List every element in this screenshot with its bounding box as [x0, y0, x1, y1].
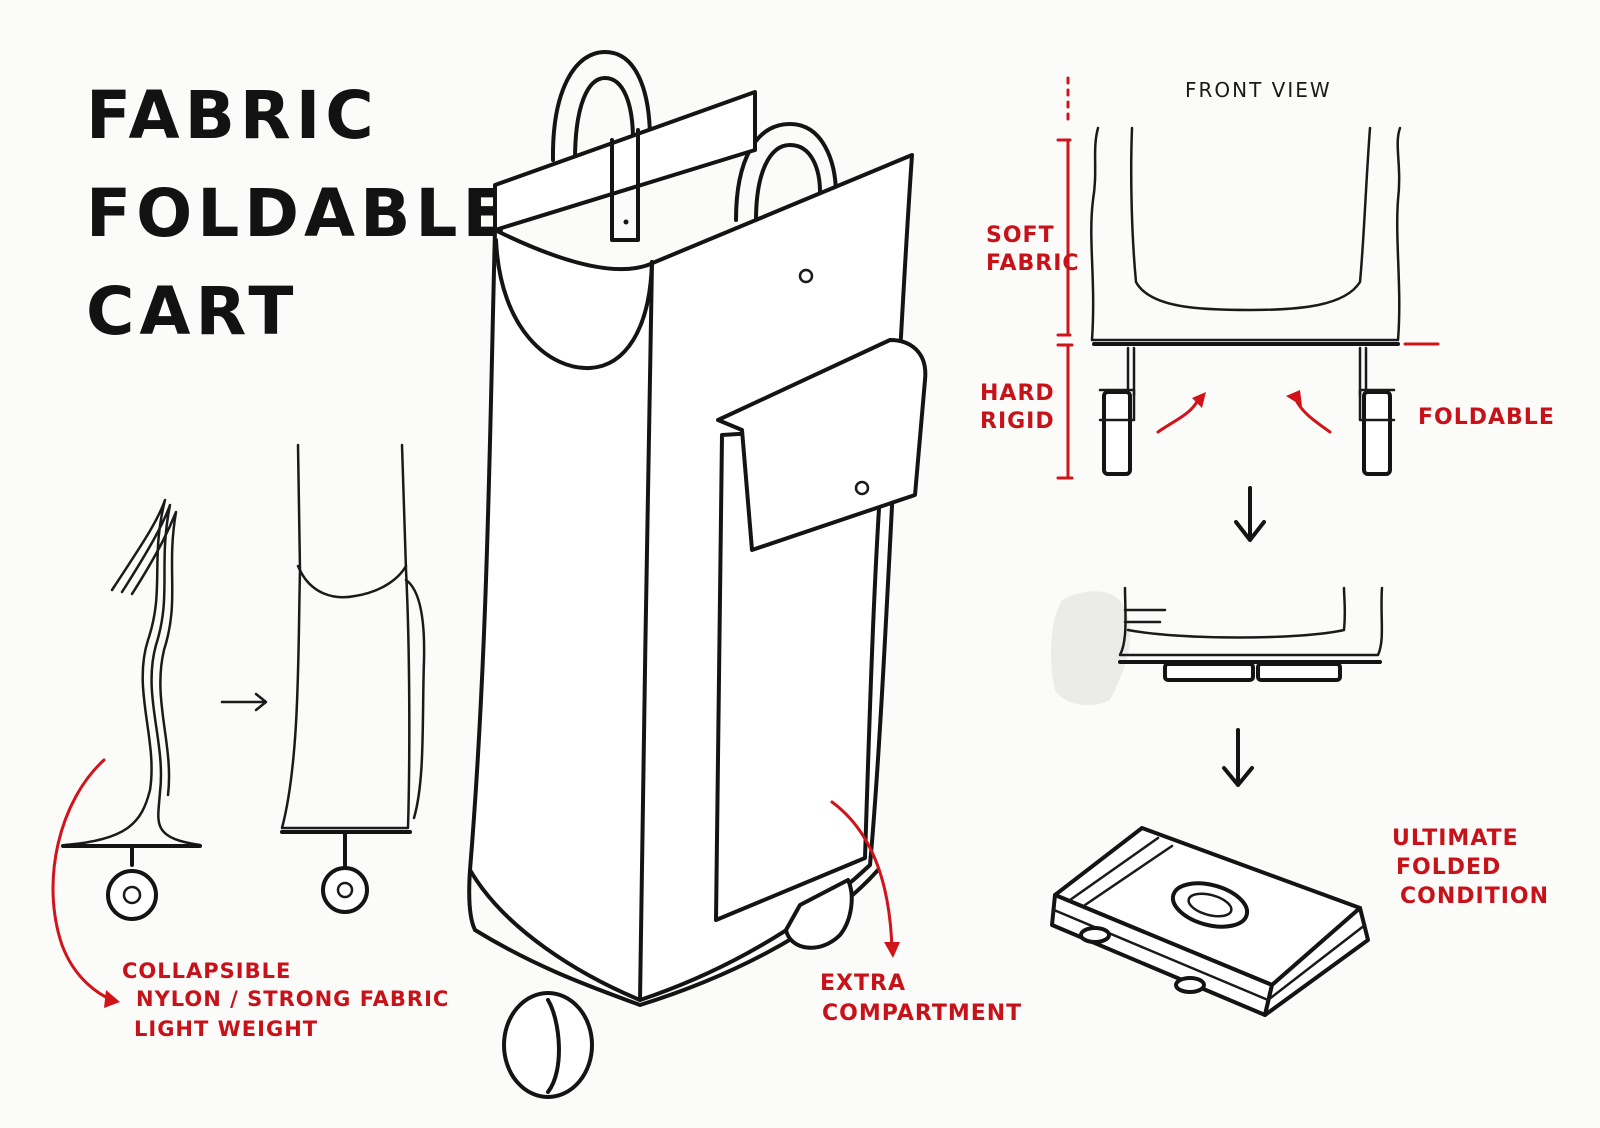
foldable-label: FOLDABLE	[1418, 405, 1555, 430]
front-view-label: FRONT VIEW	[1185, 78, 1332, 102]
front-wheel	[504, 993, 592, 1097]
half-folded-wheel-left	[1165, 664, 1253, 680]
ultimate-label-1: ULTIMATE	[1392, 826, 1519, 851]
half-folded-wheel-right	[1258, 664, 1340, 680]
down-arrow-1	[1236, 488, 1264, 540]
soft-fabric-label-2: FABRIC	[986, 251, 1080, 276]
half-folded-lines	[1125, 610, 1165, 622]
front-view-right-wheel	[1364, 392, 1390, 474]
title-line-1: FABRIC	[86, 77, 379, 154]
front-view-left-wheel	[1104, 392, 1130, 474]
collapsed-frame-drawing	[63, 500, 200, 919]
hard-rigid-label-1: HARD	[980, 381, 1055, 406]
folded-wheel-1	[1081, 928, 1109, 942]
bag-outline	[282, 445, 409, 828]
collapsed-wheel	[108, 871, 156, 919]
collapsed-fabric-1	[65, 500, 165, 845]
front-view-drawing	[1091, 128, 1400, 474]
unfolded-bag-drawing	[282, 445, 424, 912]
collapsible-label-1: COLLAPSIBLE	[122, 959, 291, 983]
fold-arrow-right-head	[1286, 390, 1302, 406]
fully-folded-drawing	[1052, 828, 1368, 1015]
hard-rigid-label-2: RIGID	[980, 409, 1055, 434]
soft-fabric-label-1: SOFT	[986, 223, 1055, 248]
bag-wheel	[323, 868, 367, 912]
soft-fabric-bracket	[1058, 140, 1070, 335]
front-view-right-leg	[1360, 348, 1366, 395]
front-view-outer	[1091, 128, 1400, 340]
fold-arrows	[1158, 390, 1330, 432]
bag-inner-line	[298, 566, 406, 597]
front-view-left-leg	[1128, 348, 1134, 395]
fold-sequence-arrow	[222, 694, 266, 710]
hard-rigid-bracket	[1058, 345, 1072, 478]
half-folded-drawing	[1051, 588, 1382, 705]
collapsible-arrowhead	[104, 990, 120, 1008]
title-line-3: CART	[86, 273, 298, 350]
down-arrow-2	[1224, 730, 1252, 785]
title-line-2: FOLDABLE	[86, 175, 513, 252]
sketch-title: FABRIC FOLDABLE CART	[86, 77, 513, 350]
extra-compartment-label-1: EXTRA	[820, 971, 906, 996]
ultimate-label-3: CONDITION	[1400, 884, 1549, 909]
main-cart-drawing	[469, 52, 925, 1097]
collapsible-leader	[53, 760, 112, 1000]
correction-tape-patch	[1051, 591, 1130, 705]
folded-wheel-2	[1176, 978, 1204, 992]
collapsible-label-2: NYLON / STRONG FABRIC	[136, 987, 449, 1011]
front-view-inner	[1131, 128, 1370, 310]
half-folded-inner	[1128, 588, 1345, 638]
collapsible-label-3: LIGHT WEIGHT	[134, 1017, 318, 1041]
strap-rivet	[624, 220, 629, 225]
extra-compartment-arrowhead	[884, 942, 900, 958]
ultimate-label-2: FOLDED	[1396, 855, 1501, 880]
fold-arrow-left	[1158, 400, 1198, 432]
back-panel	[495, 92, 755, 230]
extra-compartment-label-2: COMPARTMENT	[822, 1001, 1022, 1026]
